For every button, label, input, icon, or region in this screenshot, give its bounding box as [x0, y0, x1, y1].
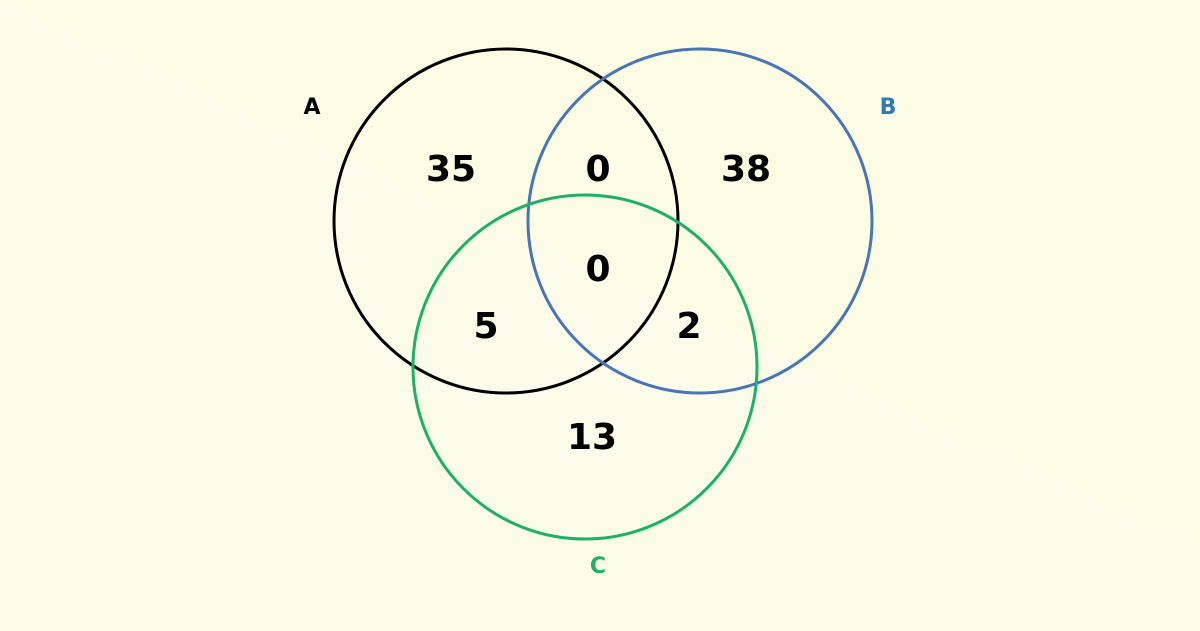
region-a-b-value: 0	[585, 149, 610, 190]
set-b-label: B	[880, 95, 897, 120]
region-a-only-value: 35	[426, 149, 476, 190]
region-b-c-value: 2	[676, 306, 701, 347]
set-c-circle	[411, 193, 759, 541]
region-b-only-value: 38	[721, 149, 771, 190]
region-a-b-c-value: 0	[585, 249, 610, 290]
set-a-label: A	[303, 95, 320, 120]
background-shade	[0, 0, 1200, 545]
set-b-circle	[526, 47, 874, 395]
region-c-only-value: 13	[567, 417, 617, 458]
region-a-c-value: 5	[473, 306, 498, 347]
set-c-label: C	[590, 554, 606, 579]
